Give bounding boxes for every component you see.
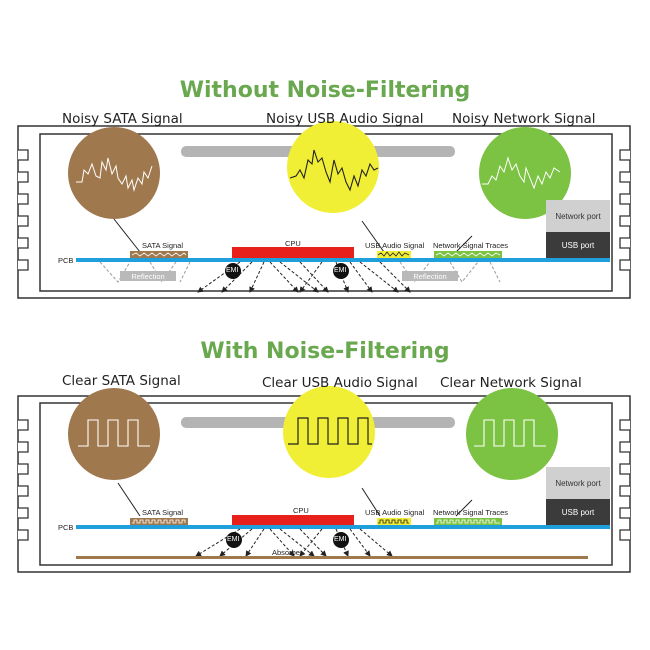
bottom-usb-circle xyxy=(283,386,375,478)
top-reflection-arrows xyxy=(99,261,501,283)
top-emi-arrows xyxy=(197,261,411,293)
top-usb-label: USB Audio Signal xyxy=(365,241,425,250)
top-title: Without Noise-Filtering xyxy=(179,78,471,103)
top-net-circle xyxy=(479,127,571,219)
bottom-net-pointer xyxy=(455,499,473,517)
bottom-pcb-line xyxy=(76,525,610,529)
top-network-port xyxy=(546,200,610,232)
top-usb-port xyxy=(546,232,610,258)
top-pcb-label: PCB xyxy=(58,256,74,265)
bottom-net-label: Network Signal Traces xyxy=(433,508,509,517)
bottom-sata-pointer xyxy=(117,482,141,517)
bottom-network-port-label: Network port xyxy=(555,478,601,488)
top-emi-label-right: EMI xyxy=(334,267,347,274)
top-sata-circle xyxy=(68,127,160,219)
bottom-usb-port xyxy=(546,499,610,526)
top-right-notches xyxy=(619,149,630,271)
bottom-sata-label: SATA Signal xyxy=(142,508,183,517)
bottom-usb-title: Clear USB Audio Signal xyxy=(262,375,418,391)
bottom-right-notches xyxy=(619,419,630,541)
bottom-network-port xyxy=(546,467,610,499)
bottom-usb-trace xyxy=(377,518,411,525)
top-emi-badge-left xyxy=(225,263,241,279)
bottom-cpu xyxy=(232,515,354,525)
top-left-notches xyxy=(18,149,29,271)
bottom-cpu-label: CPU xyxy=(293,506,309,515)
top-net-trace xyxy=(434,251,502,258)
top-usb-title: Noisy USB Audio Signal xyxy=(266,111,424,127)
bottom-usb-port-label: USB port xyxy=(561,508,595,517)
top-usb-circle xyxy=(287,121,379,213)
bottom-usb-pointer xyxy=(361,487,381,517)
bottom-emi-badge-right xyxy=(333,532,349,548)
top-net-label: Network Signal Traces xyxy=(433,241,509,250)
bottom-emi-label-left: EMI xyxy=(227,536,240,543)
bottom-sata-trace xyxy=(130,518,188,525)
bottom-left-notches xyxy=(18,419,29,541)
top-emi-badge-right xyxy=(333,263,349,279)
top-pcb-line xyxy=(76,258,610,262)
bottom-emi-badge-left xyxy=(226,532,242,548)
bottom-usb-label: USB Audio Signal xyxy=(365,508,425,517)
bottom-net-title: Clear Network Signal xyxy=(440,375,582,391)
top-reflection-right: Reflection xyxy=(402,271,458,281)
top-net-pointer xyxy=(455,235,473,253)
bottom-net-circle xyxy=(466,388,558,480)
bottom-emi-label-right: EMI xyxy=(334,536,347,543)
top-network-port-label: Network port xyxy=(555,211,601,221)
top-emi-label-left: EMI xyxy=(226,267,239,274)
top-net-title: Noisy Network Signal xyxy=(452,111,596,127)
top-sata-title: Noisy SATA Signal xyxy=(62,111,183,127)
top-usb-port-label: USB port xyxy=(561,240,595,250)
top-sata-label: SATA Signal xyxy=(142,241,183,250)
bottom-sata-circle xyxy=(68,388,160,480)
top-sata-trace xyxy=(130,251,188,258)
top-cpu-label: CPU xyxy=(285,239,301,248)
top-usb-pointer xyxy=(361,220,385,253)
bottom-absorber-layer xyxy=(76,556,588,559)
bottom-pcb-label: PCB xyxy=(58,523,74,532)
top-reflection-left: Reflection xyxy=(120,271,176,281)
bottom-title: With Noise-Filtering xyxy=(200,339,450,364)
top-sata-pointer xyxy=(113,218,141,253)
top-cpu xyxy=(232,247,354,258)
bottom-absorber-label: Absorber xyxy=(272,548,303,557)
bottom-sata-title: Clear SATA Signal xyxy=(62,373,181,389)
